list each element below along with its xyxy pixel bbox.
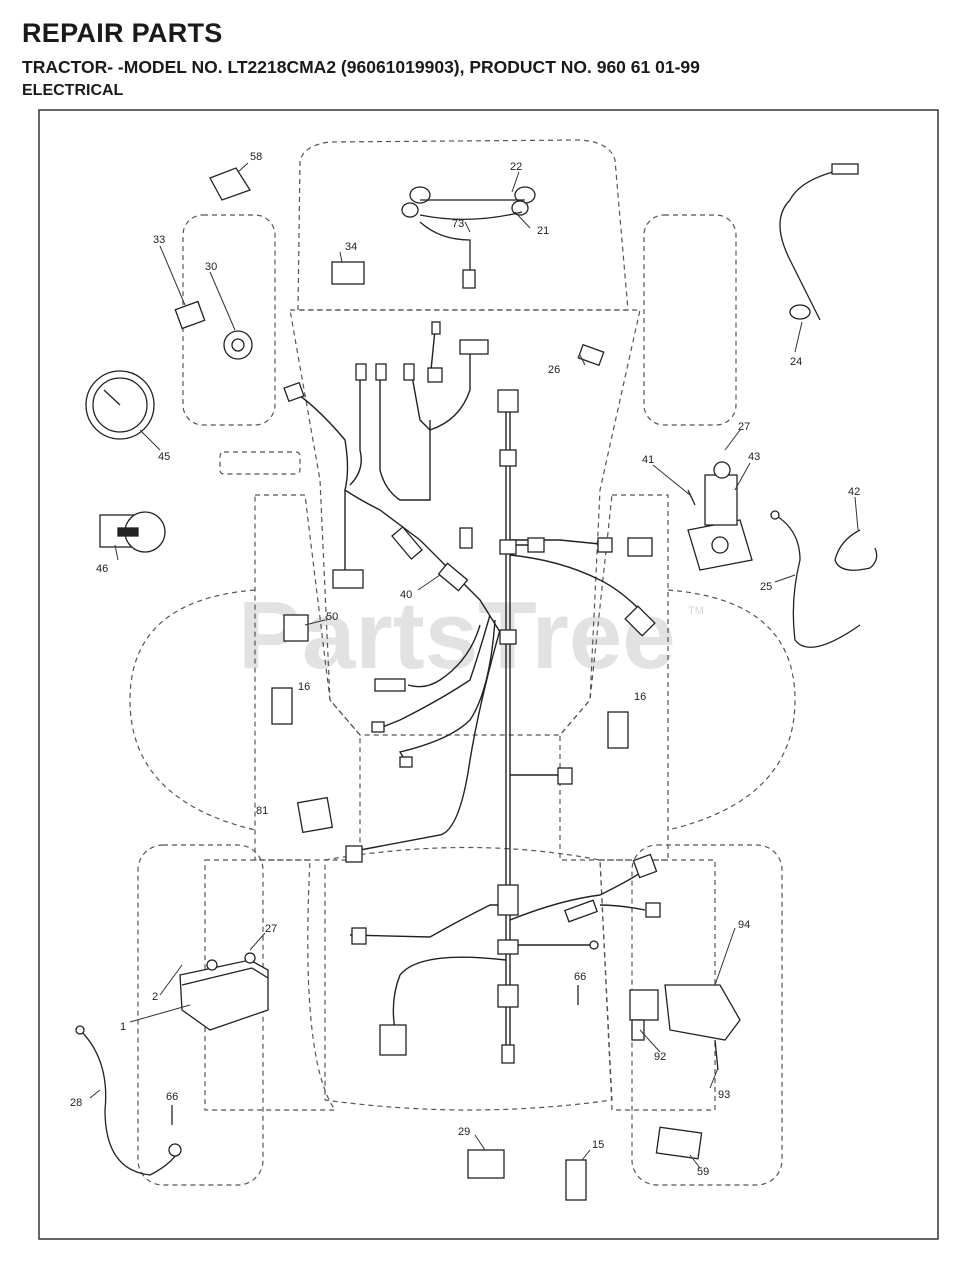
label-26: 26: [548, 364, 560, 376]
harness-connectors: [283, 321, 661, 1064]
switch-16-left-icon: [271, 687, 293, 725]
label-92: 92: [654, 1051, 666, 1063]
watermark-tm: TM: [688, 605, 704, 617]
label-43: 43: [748, 451, 760, 463]
label-93: 93: [718, 1089, 730, 1101]
label-30: 30: [205, 261, 217, 273]
starter-solenoid-icon: [687, 461, 753, 571]
label-34: 34: [345, 241, 357, 253]
component-parts: [75, 163, 878, 1201]
part-33-icon: [174, 300, 206, 330]
relay-50-icon: [283, 614, 309, 642]
headlight-harness-icon: [401, 186, 536, 289]
label-66-top: 66: [574, 971, 586, 983]
cable-25-icon: [774, 514, 861, 648]
label-24: 24: [790, 356, 802, 368]
ground-cable-icon: [779, 169, 841, 321]
label-16-right: 16: [634, 691, 646, 703]
part-34-icon: [331, 261, 365, 285]
label-58: 58: [250, 151, 262, 163]
label-33: 33: [153, 234, 165, 246]
leader-lines: [89, 162, 859, 1169]
label-29: 29: [458, 1126, 470, 1138]
part-29-icon: [467, 1149, 505, 1179]
part-42-icon: [834, 529, 878, 571]
battery-cable-icon: [79, 1029, 181, 1176]
watermark: PartsTree: [238, 582, 676, 689]
page-title: REPAIR PARTS: [22, 18, 223, 48]
label-94: 94: [738, 919, 750, 931]
part-59-icon: [655, 1126, 703, 1160]
label-40: 40: [400, 589, 412, 601]
label-22: 22: [510, 161, 522, 173]
label-15: 15: [592, 1139, 604, 1151]
part-labels: 58 22 73 21 34 33 30 24 26 45 27 41 43 4…: [70, 151, 860, 1178]
switch-16-right-icon: [607, 711, 629, 749]
model-line: TRACTOR- -MODEL NO. LT2218CMA2 (96061019…: [22, 57, 700, 77]
label-73: 73: [452, 218, 464, 230]
label-25: 25: [760, 581, 772, 593]
label-27-bottom: 27: [265, 923, 277, 935]
diagram-frame: [38, 109, 939, 1240]
label-66-bottom: 66: [166, 1091, 178, 1103]
part-46-icon: [99, 511, 166, 553]
label-21: 21: [537, 225, 549, 237]
label-81: 81: [256, 805, 268, 817]
label-46: 46: [96, 563, 108, 575]
label-27-top: 27: [738, 421, 750, 433]
pto-switch-icon: [629, 984, 741, 1071]
label-1: 1: [120, 1021, 126, 1033]
tractor-outline: [129, 139, 796, 1186]
label-2: 2: [152, 991, 158, 1003]
relay-81-icon: [296, 796, 334, 834]
label-16-left: 16: [298, 681, 310, 693]
label-59: 59: [697, 1166, 709, 1178]
battery-icon: [179, 952, 269, 1031]
wiring-harness: [294, 329, 646, 1060]
label-50: 50: [326, 611, 338, 623]
section-label: ELECTRICAL: [22, 82, 124, 99]
label-41: 41: [642, 454, 654, 466]
label-42: 42: [848, 486, 860, 498]
fuse-icon: [577, 343, 605, 367]
label-45: 45: [158, 451, 170, 463]
switch-15-icon: [565, 1159, 587, 1201]
part-58-icon: [209, 167, 251, 201]
label-28: 28: [70, 1097, 82, 1109]
